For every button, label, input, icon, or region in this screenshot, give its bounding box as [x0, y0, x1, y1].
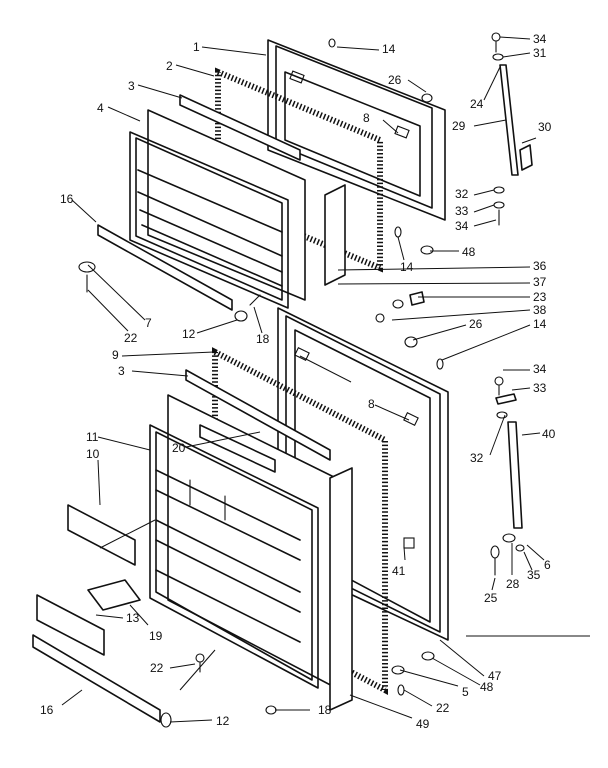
fresh-food-small-hardware: [160, 291, 444, 728]
callout-label: 30: [538, 120, 552, 134]
freezer-door-breaker-strip: [179, 94, 301, 161]
callout-label: 49: [416, 717, 430, 731]
fresh-food-hinge-cover: [329, 467, 353, 711]
callout-label: 16: [40, 703, 54, 717]
callout-label: 41: [392, 564, 406, 578]
callout-label: 1: [193, 40, 200, 54]
callout-label: 26: [388, 73, 402, 87]
callout-label: 6: [544, 558, 551, 572]
callout-label: 48: [462, 245, 476, 259]
freezer-door-outer-panel: [267, 39, 446, 221]
callout-label: 12: [216, 714, 230, 728]
callout-label: 23: [533, 290, 547, 304]
callout-label: 40: [542, 427, 556, 441]
callout-label: 2: [166, 59, 173, 73]
callout-label: 34: [533, 362, 547, 376]
callout-label: 18: [318, 703, 332, 717]
callout-label: 34: [533, 32, 547, 46]
callout-label: 29: [452, 119, 466, 133]
callout-label: 32: [455, 187, 469, 201]
callout-label: 33: [455, 204, 469, 218]
callout-label: 33: [533, 381, 547, 395]
callout-label: 12: [182, 327, 196, 341]
fresh-food-door-gasket: [212, 347, 388, 695]
fresh-food-door-liner: [149, 394, 341, 691]
callout-label: 7: [145, 316, 152, 330]
callout-label: 25: [484, 591, 498, 605]
callout-label: 35: [527, 568, 541, 582]
freezer-hinge-cover: [324, 184, 346, 286]
callout-label: 8: [363, 111, 370, 125]
callout-label: 4: [97, 101, 104, 115]
callout-label: 36: [533, 259, 547, 273]
callout-label: 16: [60, 192, 74, 206]
callout-label: 14: [382, 42, 396, 56]
callout-label: 20: [172, 441, 186, 455]
callout-label: 37: [533, 275, 547, 289]
door-shelf-retainers: [32, 504, 161, 723]
lower-hinge-rod-assembly: [490, 376, 525, 576]
callout-label: 28: [506, 577, 520, 591]
callout-label: 22: [124, 331, 138, 345]
freezer-door-liner: [129, 109, 306, 309]
callout-label: 19: [149, 629, 163, 643]
callout-label: 22: [436, 701, 450, 715]
callout-label: 8: [368, 397, 375, 411]
callout-label: 10: [86, 447, 100, 461]
upper-hinge-rod-assembly: [491, 32, 533, 226]
callout-label: 18: [256, 332, 270, 346]
callout-label: 3: [118, 364, 125, 378]
part-callout-labels: 1 2 3 4 16 7 22 12 18 14 26 8 14 48 36 3…: [40, 32, 556, 731]
callout-label: 48: [480, 680, 494, 694]
callout-label: 32: [470, 451, 484, 465]
callout-label: 31: [533, 46, 547, 60]
fresh-food-breaker-strip: [185, 369, 331, 461]
callout-label: 14: [400, 260, 414, 274]
callout-label: 11: [86, 430, 99, 444]
freezer-door-shelf-trim: [97, 224, 233, 311]
callout-label: 5: [462, 685, 469, 699]
callout-label: 47: [488, 669, 502, 683]
callout-label: 34: [455, 219, 469, 233]
callout-label: 38: [533, 303, 547, 317]
leader-lines: [61, 36, 590, 723]
callout-label: 13: [126, 611, 140, 625]
callout-label: 14: [533, 317, 547, 331]
callout-label: 22: [150, 661, 164, 675]
callout-label: 24: [470, 97, 484, 111]
callout-label: 26: [469, 317, 483, 331]
callout-label: 9: [112, 348, 119, 362]
callout-label: 3: [128, 79, 135, 93]
